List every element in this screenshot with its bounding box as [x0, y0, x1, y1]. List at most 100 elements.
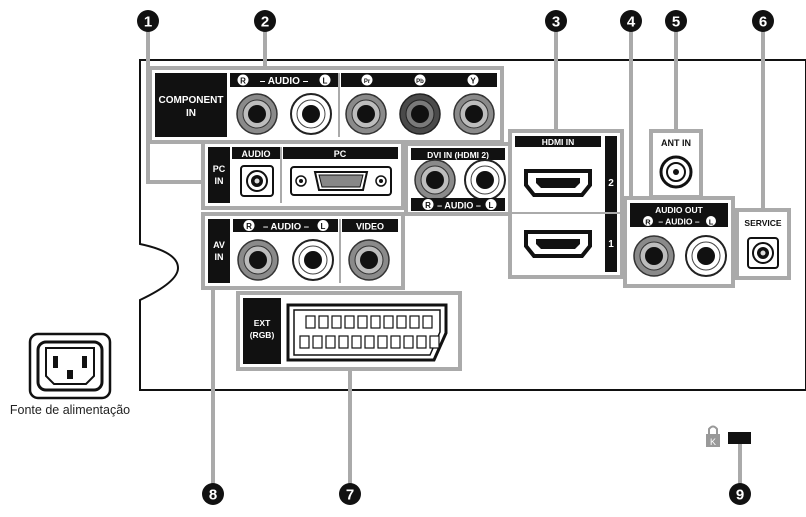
scart-pin — [357, 315, 368, 329]
scart-pin — [364, 335, 375, 349]
audio-out-l: L — [709, 218, 714, 227]
dvi-header: DVI IN (HDMI 2) — [427, 150, 489, 160]
scart-pin — [325, 335, 336, 349]
component-in-group: COMPONENT IN R – AUDIO – L Pr Pb Y — [148, 66, 504, 144]
av-video-jack — [348, 239, 390, 281]
dvi-audio-text: – AUDIO – — [437, 201, 481, 211]
component-pr-label: Pr — [364, 79, 371, 85]
kensington-letter: K — [710, 437, 716, 447]
scart-pin — [351, 335, 362, 349]
scart-pin — [299, 335, 310, 349]
service-group: SERVICE — [735, 208, 791, 280]
scart-pin — [344, 315, 355, 329]
dvi-in-group: DVI IN (HDMI 2) R – AUDIO – L — [404, 142, 512, 216]
leader-lines — [146, 28, 765, 484]
av-audio-r-jack — [237, 239, 279, 281]
callout-2: 2 — [254, 10, 276, 32]
scart-pin — [370, 315, 381, 329]
dvi-audio-r-jack — [414, 159, 456, 201]
scart-pin — [305, 315, 316, 329]
callout-7: 7 — [339, 483, 361, 505]
av-in-label: AV — [213, 240, 225, 250]
scart-pin — [396, 315, 407, 329]
component-in-label-2: IN — [186, 108, 196, 119]
audio-out-l-jack — [685, 235, 727, 277]
component-pb-label: Pb — [416, 79, 424, 85]
scart-pin — [312, 335, 323, 349]
hdmi-header: HDMI IN — [542, 137, 575, 147]
audio-out-r-jack — [633, 235, 675, 277]
pc-dsub-port — [290, 166, 392, 196]
av-audio-l: L — [321, 222, 326, 231]
audio-out-header: AUDIO OUT — [655, 205, 704, 215]
svg-text:5: 5 — [672, 14, 680, 31]
scart-pin — [318, 315, 329, 329]
scart-pin — [422, 315, 433, 329]
scart-pin — [383, 315, 394, 329]
callout-4: 4 — [620, 10, 642, 32]
av-audio-l-jack — [292, 239, 334, 281]
hdmi-in-group: HDMI IN 2 1 — [508, 129, 624, 279]
pc-header: PC — [334, 149, 347, 159]
power-socket — [28, 332, 112, 400]
service-header: SERVICE — [744, 218, 781, 228]
dvi-audio-l-jack — [464, 159, 506, 201]
scart-pin — [390, 335, 401, 349]
audio-out-r: R — [645, 218, 651, 227]
svg-text:3: 3 — [552, 14, 560, 31]
component-audio-r: R — [240, 77, 246, 86]
component-pr-jack — [345, 93, 387, 135]
ant-in-header: ANT IN — [661, 138, 691, 148]
ext-label-2: (RGB) — [250, 330, 275, 340]
pc-audio-jack — [240, 165, 274, 197]
pc-in-group: PC IN AUDIO PC — [201, 140, 405, 210]
kensington-slot — [728, 432, 751, 444]
dvi-audio-l: L — [489, 201, 494, 210]
component-in-label: COMPONENT — [159, 95, 224, 106]
power-label: Fonte de alimentação — [10, 403, 130, 417]
service-jack — [747, 237, 779, 269]
scart-pin — [403, 335, 414, 349]
hdmi-port-2 — [524, 169, 592, 197]
ext-rgb-group: EXT (RGB) — [236, 291, 462, 371]
component-audio-r-jack — [236, 93, 278, 135]
callout-8: 8 — [202, 483, 224, 505]
callout-1: 1 — [137, 10, 159, 32]
dvi-audio-r: R — [425, 201, 431, 210]
ant-in-group: ANT IN — [649, 129, 703, 199]
hdmi-port-1 — [524, 230, 592, 258]
component-audio-l-jack — [290, 93, 332, 135]
av-audio-r: R — [246, 222, 252, 231]
svg-text:7: 7 — [346, 487, 354, 504]
svg-text:2: 2 — [261, 14, 269, 31]
scart-pin — [429, 335, 440, 349]
component-audio-header: – AUDIO – — [260, 76, 309, 87]
scart-pin — [338, 335, 349, 349]
pc-audio-header: AUDIO — [242, 149, 271, 159]
av-in-label-2: IN — [215, 252, 224, 262]
svg-text:6: 6 — [759, 14, 767, 31]
pc-in-label: PC — [213, 164, 226, 174]
scart-pin — [331, 315, 342, 329]
ext-label: EXT — [254, 318, 271, 328]
component-y-label: Y — [470, 77, 476, 86]
svg-text:1: 1 — [144, 14, 152, 31]
callout-9: 9 — [729, 483, 751, 505]
scart-pin — [409, 315, 420, 329]
svg-text:8: 8 — [209, 487, 217, 504]
callout-5: 5 — [665, 10, 687, 32]
callout-6: 6 — [752, 10, 774, 32]
av-in-group: AV IN R – AUDIO – L VIDEO — [201, 212, 405, 290]
scart-connector — [286, 303, 448, 362]
av-audio-header: – AUDIO – — [263, 222, 309, 233]
component-y-jack — [453, 93, 495, 135]
svg-text:4: 4 — [627, 14, 636, 31]
av-video-header: VIDEO — [356, 222, 384, 232]
scart-pin — [377, 335, 388, 349]
audio-out-group: AUDIO OUT R – AUDIO – L — [623, 196, 735, 288]
hdmi-port-2-number: 2 — [608, 178, 614, 189]
component-pb-jack — [399, 93, 441, 135]
callout-3: 3 — [545, 10, 567, 32]
pc-in-label-2: IN — [215, 176, 224, 186]
